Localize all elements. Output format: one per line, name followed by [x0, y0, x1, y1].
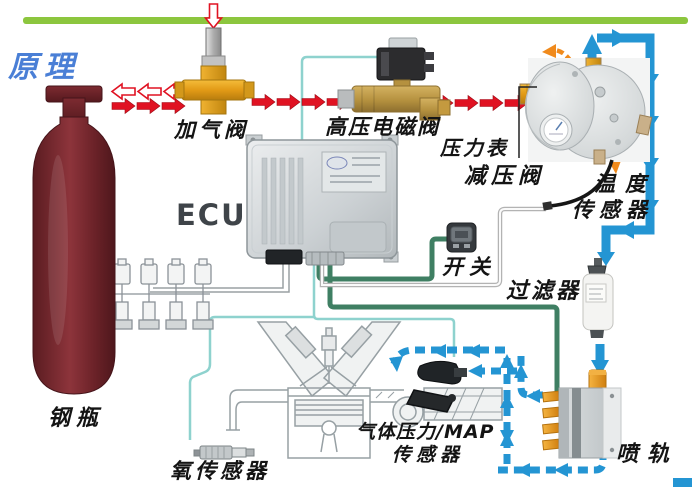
slide-accent-bar — [23, 17, 688, 24]
high-pressure-flow-arrows — [110, 3, 529, 115]
hp-solenoid-valve-label: 高压电磁阀 — [325, 115, 440, 139]
gas-pressure-map-sensor-label-line2: 传感器 — [392, 444, 465, 466]
map-sensor — [417, 360, 467, 385]
pressure-reducer — [518, 57, 653, 165]
switch-label: 开关 — [442, 255, 496, 279]
refuel-direction-hollow-arrows — [110, 3, 224, 101]
pressure-reducer-label: 减压阀 — [464, 164, 546, 189]
wire-harness-lines — [150, 55, 560, 440]
filling-valve — [174, 27, 255, 115]
filter — [582, 258, 614, 338]
filling-valve-label: 加气阀 — [174, 118, 249, 142]
gas-pressure-map-sensor-label-line1: 气体压力/MAP — [356, 421, 495, 443]
temperature-sensor-label-line1: 温度 — [594, 172, 656, 196]
pressure-gauge — [539, 113, 573, 147]
gas-cylinder — [32, 85, 116, 395]
injector-rail — [542, 369, 622, 459]
pressure-gauge-leader-line — [518, 86, 537, 158]
oxygen-sensor-label: 氧传感器 — [170, 459, 270, 483]
temperature-sensor-label-line2: 传感器 — [572, 198, 653, 222]
filter-label: 过滤器 — [506, 279, 582, 304]
hp-solenoid-valve — [337, 37, 451, 121]
ecu-label: ECU — [176, 198, 247, 232]
switch — [446, 222, 477, 253]
ecu-connector-gray — [305, 251, 345, 266]
temperature-sensor-cable — [542, 159, 614, 211]
pressure-gauge-label: 压力表 — [440, 136, 509, 160]
slide-corner-mark — [673, 478, 692, 487]
injector-rail-label: 喷轨 — [616, 442, 679, 467]
page-title: 原理 — [8, 50, 80, 85]
cylinder-label: 钢瓶 — [48, 406, 105, 431]
ecu-connector-black — [265, 249, 303, 265]
oxygen-sensor — [193, 445, 255, 460]
engine-drawing — [226, 321, 404, 459]
throttle-body-drawing — [392, 387, 503, 428]
injector-harness-drawing — [111, 258, 214, 330]
low-pressure-flow-arrows — [389, 29, 659, 477]
ecu-box — [245, 134, 399, 266]
